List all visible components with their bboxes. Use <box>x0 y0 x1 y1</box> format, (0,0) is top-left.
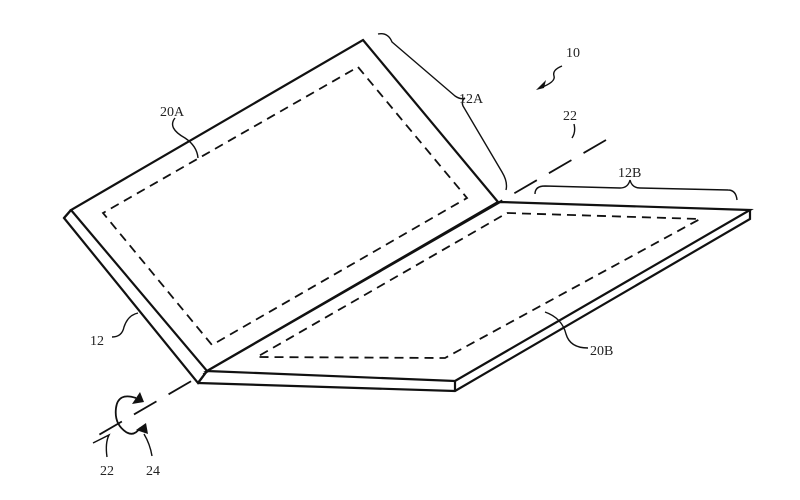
leader-20b <box>544 311 589 349</box>
display-20a-outline <box>101 65 469 347</box>
leader-24 <box>143 433 153 457</box>
label-12: 12 <box>90 334 104 349</box>
leader-12 <box>111 312 139 338</box>
label-12b: 12B <box>618 166 641 181</box>
label-24: 24 <box>146 464 160 479</box>
brace-12a <box>377 32 508 191</box>
leader-22-bottom <box>92 433 111 458</box>
rotation-arrow-icon <box>114 392 148 435</box>
label-12a: 12A <box>459 92 484 107</box>
label-22-bottom: 22 <box>100 464 114 479</box>
label-10: 10 <box>566 46 580 61</box>
display-20b-outline <box>253 212 704 359</box>
leader-22-top <box>571 123 576 139</box>
brace-12b <box>534 179 738 201</box>
label-20a: 20A <box>160 105 185 120</box>
arrow-10-icon <box>536 65 563 90</box>
label-22-top: 22 <box>563 109 577 124</box>
leader-20a <box>171 117 199 159</box>
label-20b: 20B <box>590 344 613 359</box>
housing-portion-b <box>197 200 754 393</box>
